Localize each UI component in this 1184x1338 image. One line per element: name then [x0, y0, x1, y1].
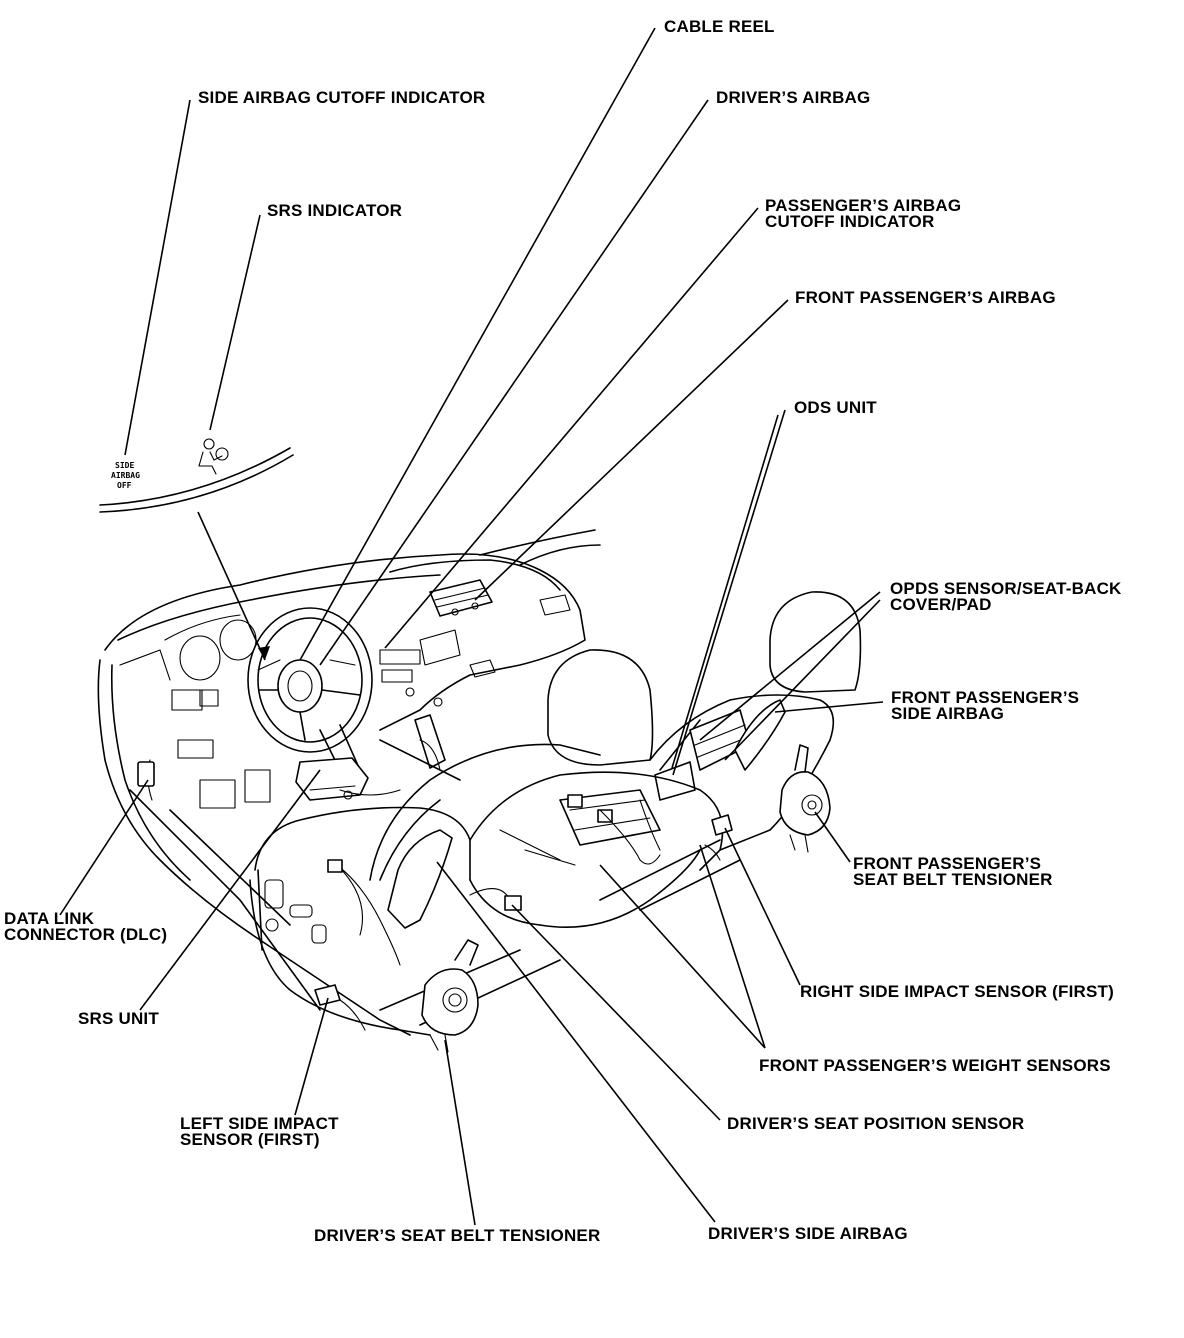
leader-side-airbag-cutoff: [124, 99, 191, 456]
leader-seat-position-sensor: [511, 904, 721, 1121]
instrument-cluster-inset: SIDE AIRBAG OFF: [99, 438, 294, 513]
leader-front-passenger-side-airbag: [774, 701, 884, 713]
srs-unit-drawing: [295, 757, 401, 801]
label-left-impact-line-1: LEFT SIDE IMPACT: [180, 1114, 339, 1133]
label-front-passengers-airbag: FRONT PASSENGER’S AIRBAG: [795, 288, 1056, 307]
label-srs-indicator: SRS INDICATOR: [267, 201, 403, 220]
leader-inset-arrow: [197, 511, 266, 661]
leader-front-passenger-tensioner: [814, 811, 851, 863]
label-passengers-airbag-cutoff-indicator: PASSENGER’S AIRBAG CUTOFF INDICATOR: [765, 196, 962, 231]
leader-opds-sensor-1: [699, 591, 881, 741]
label-front-passengers-tensioner-line-1: FRONT PASSENGER’S: [853, 854, 1042, 873]
leader-drivers-airbag: [319, 99, 709, 666]
label-drivers-seat-belt-tensioner: DRIVER’S SEAT BELT TENSIONER: [314, 1226, 601, 1245]
label-dlc-line-1: DATA LINK: [4, 909, 95, 928]
indicator-text-line-2: AIRBAG: [111, 471, 140, 480]
label-opds-sensor: OPDS SENSOR/SEAT-BACK COVER/PAD: [890, 579, 1122, 614]
label-opds-sensor-line-2: COVER/PAD: [890, 595, 992, 614]
label-front-passengers-side-airbag: FRONT PASSENGER’S SIDE AIRBAG: [891, 688, 1080, 723]
steering-wheel: [247, 607, 373, 781]
label-drivers-airbag: DRIVER’S AIRBAG: [716, 88, 871, 107]
leader-weight-sensor-2: [699, 844, 766, 1049]
left-side-impact-sensor-drawing: [314, 984, 366, 1031]
label-drivers-seat-position-sensor: DRIVER’S SEAT POSITION SENSOR: [727, 1114, 1025, 1133]
leader-opds-sensor-2: [724, 599, 881, 761]
leader-srs-unit: [139, 769, 321, 1011]
leader-weight-sensor-1: [599, 864, 766, 1049]
dashboard: [97, 529, 601, 1036]
label-ods-unit: ODS UNIT: [794, 398, 877, 417]
leader-dlc: [59, 779, 149, 916]
label-drivers-side-airbag: DRIVER’S SIDE AIRBAG: [708, 1224, 908, 1243]
label-left-side-impact-sensor: LEFT SIDE IMPACT SENSOR (FIRST): [180, 1114, 339, 1149]
leader-ods-unit: [672, 409, 786, 776]
leader-passenger-cutoff-indicator: [384, 207, 759, 649]
drivers-seat-belt-tensioner-drawing: [421, 939, 479, 1053]
label-passengers-airbag-cutoff-line-1: PASSENGER’S AIRBAG: [765, 196, 962, 215]
srs-indicator-icon: [198, 438, 229, 475]
leader-cable-reel: [299, 27, 656, 661]
label-front-passengers-side-airbag-line-2: SIDE AIRBAG: [891, 704, 1005, 723]
label-left-impact-line-2: SENSOR (FIRST): [180, 1130, 320, 1149]
label-cable-reel: CABLE REEL: [664, 17, 775, 36]
leader-left-impact-sensor: [294, 997, 329, 1116]
indicator-text-line-3: OFF: [117, 481, 132, 490]
label-srs-unit: SRS UNIT: [78, 1009, 159, 1028]
front-passenger-seat-belt-tensioner-drawing: [779, 744, 831, 853]
center-console: [379, 714, 461, 781]
front-passenger-seat: [469, 591, 862, 928]
label-front-passengers-side-airbag-line-1: FRONT PASSENGER’S: [891, 688, 1080, 707]
leader-srs-indicator: [209, 214, 261, 431]
floor-and-sill: [129, 759, 321, 1011]
label-front-passengers-seat-belt-tensioner: FRONT PASSENGER’S SEAT BELT TENSIONER: [853, 854, 1053, 889]
leader-drivers-side-airbag: [436, 861, 716, 1223]
right-side-impact-sensor-drawing: [704, 814, 733, 861]
indicator-text-line-1: SIDE: [115, 461, 134, 470]
label-dlc-line-2: CONNECTOR (DLC): [4, 925, 168, 944]
label-right-side-impact-sensor: RIGHT SIDE IMPACT SENSOR (FIRST): [800, 982, 1114, 1001]
label-side-airbag-cutoff-indicator: SIDE AIRBAG CUTOFF INDICATOR: [198, 88, 486, 107]
leader-right-impact-sensor: [724, 827, 801, 986]
label-front-passengers-weight-sensors: FRONT PASSENGER’S WEIGHT SENSORS: [759, 1056, 1111, 1075]
label-front-passengers-tensioner-line-2: SEAT BELT TENSIONER: [853, 870, 1053, 889]
label-data-link-connector: DATA LINK CONNECTOR (DLC): [4, 909, 168, 944]
front-passenger-airbag-module: [429, 579, 493, 617]
leader-front-passenger-airbag: [474, 299, 789, 601]
leader-lines: [59, 27, 884, 1226]
label-passengers-airbag-cutoff-line-2: CUTOFF INDICATOR: [765, 212, 935, 231]
leader-drivers-tensioner: [444, 1039, 476, 1226]
label-opds-sensor-line-1: OPDS SENSOR/SEAT-BACK: [890, 579, 1122, 598]
